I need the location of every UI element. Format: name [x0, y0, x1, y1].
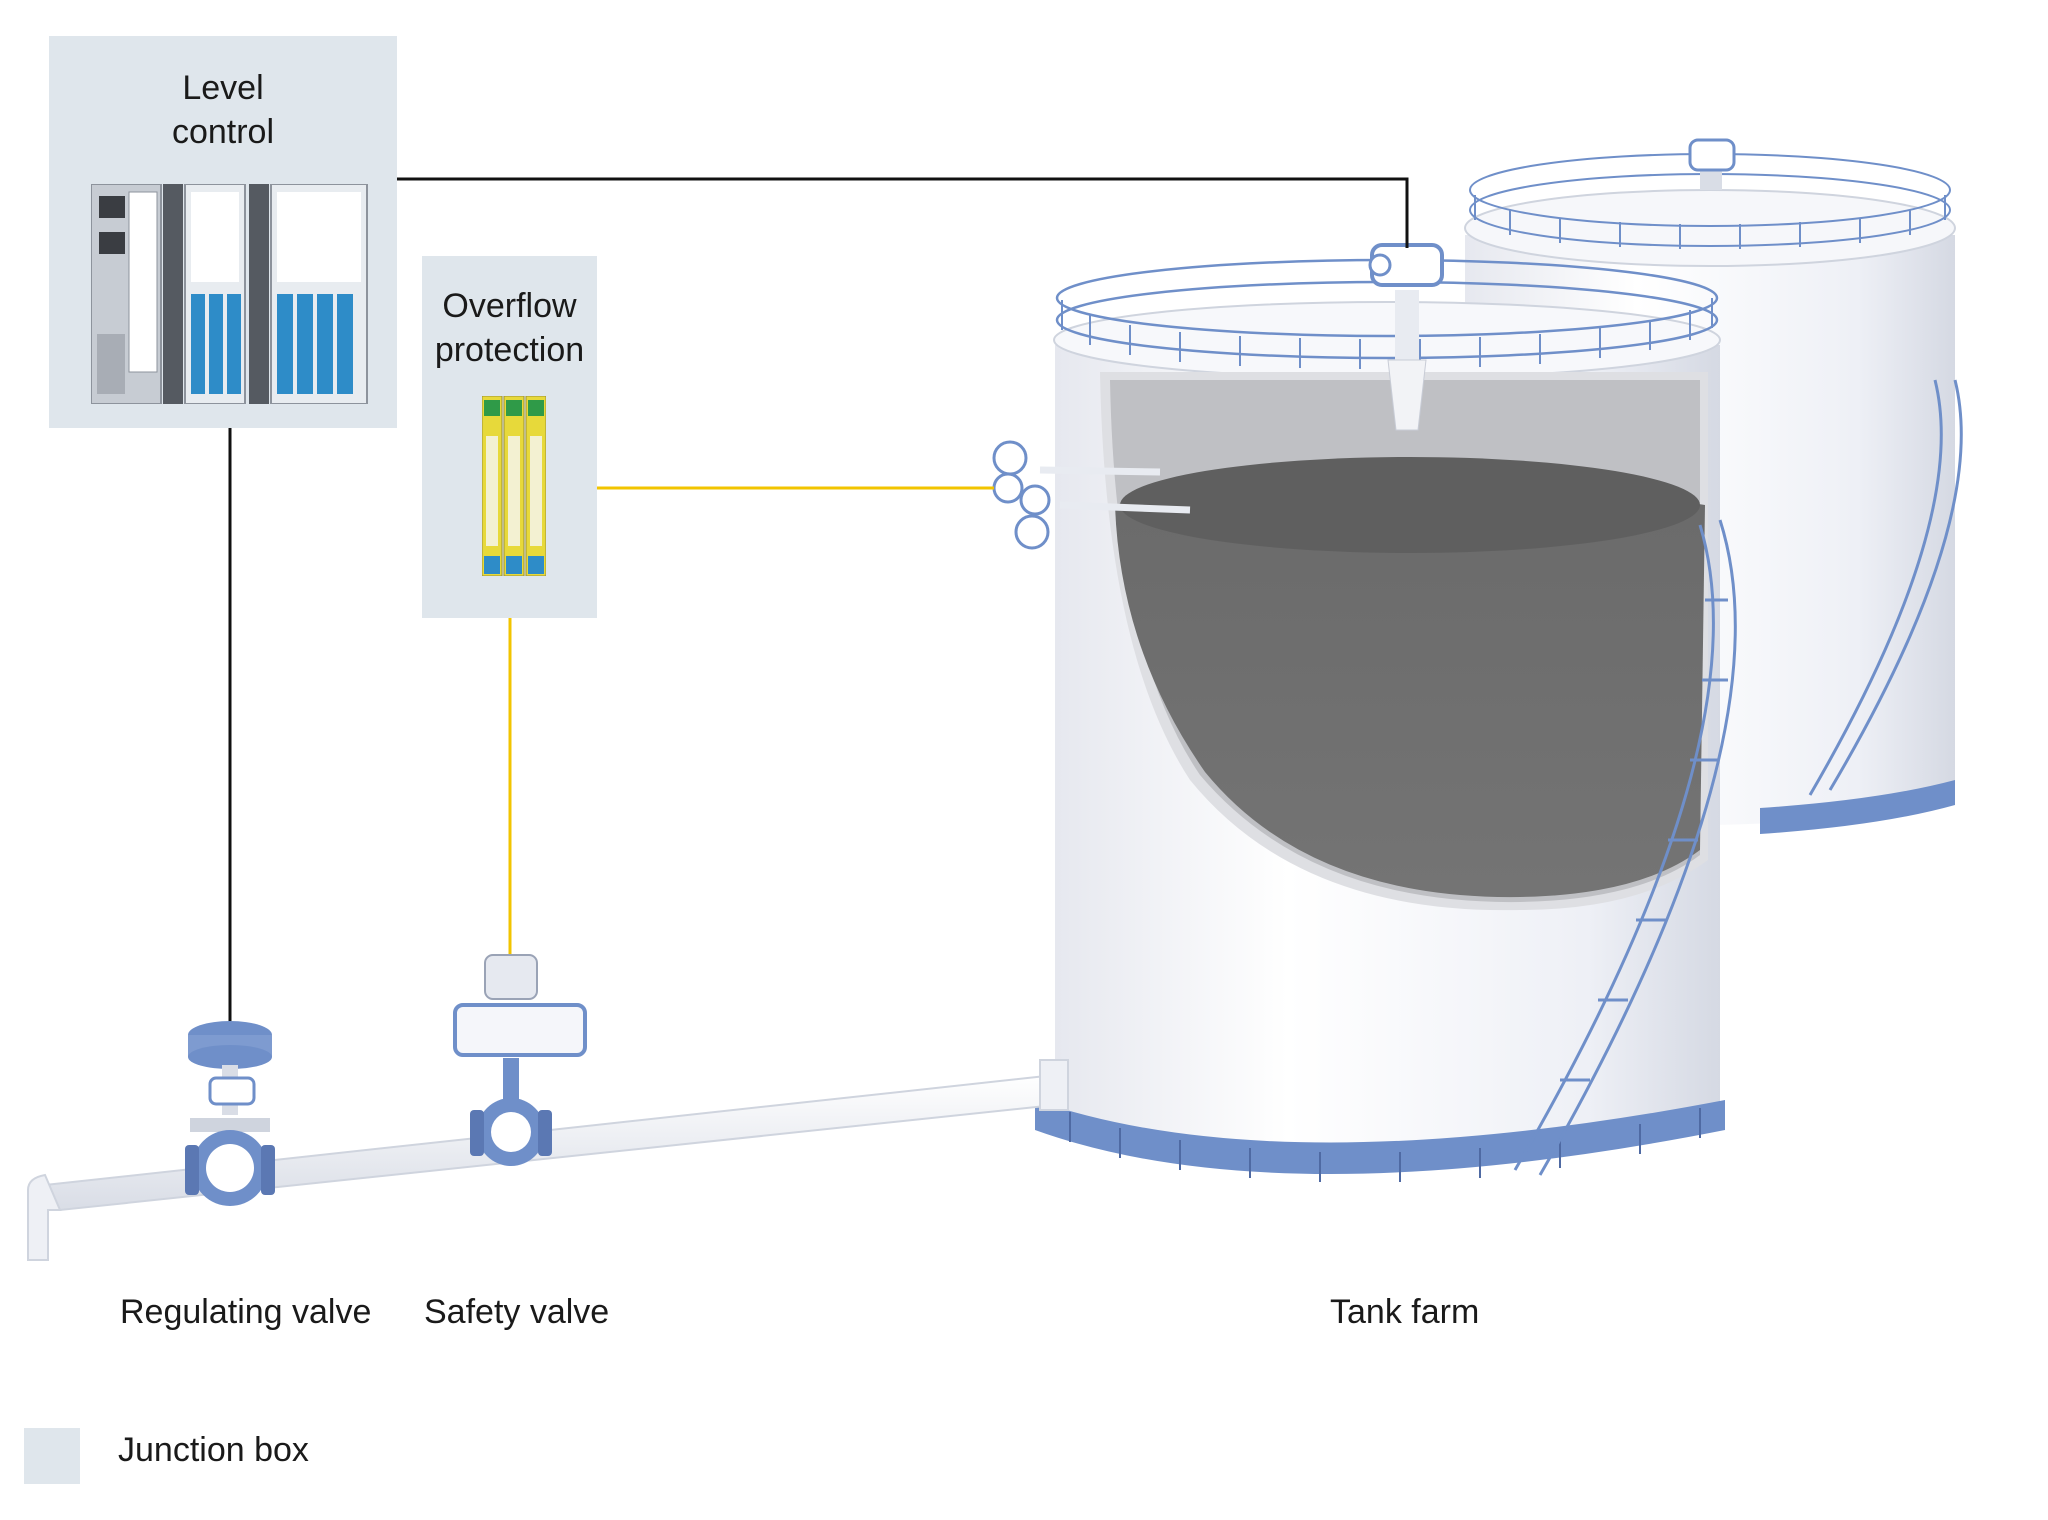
- tank-farm-label: Tank farm: [1330, 1293, 1480, 1331]
- level-control-title-line2: control: [171, 113, 275, 151]
- level-control-to-sensor-wire: [397, 177, 1409, 248]
- control-valve-icon: [185, 1021, 275, 1206]
- radar-level-sensor-back: [1688, 138, 1736, 190]
- overflow-protection-title: Overflow protection: [422, 284, 597, 372]
- pipeline: [27, 1059, 1069, 1261]
- staircase-front: [1513, 519, 1737, 1176]
- safety-valve-label: Safety valve: [424, 1293, 610, 1331]
- level-control-title: Level control: [49, 66, 397, 154]
- level-switch-sensor: [992, 440, 1191, 550]
- control-wires: [228, 177, 1409, 1022]
- radar-level-sensor: [1368, 243, 1444, 431]
- actuated-ball-valve-icon: [453, 954, 587, 1166]
- front-storage-tank: [992, 243, 1737, 1182]
- safety-relay-module-icon: [482, 396, 546, 576]
- overflow-protection-title-line1: Overflow: [442, 287, 577, 325]
- junction-box-legend-swatch: [24, 1428, 80, 1484]
- staircase-back: [1808, 379, 1963, 796]
- level-control-title-line1: Level: [182, 69, 264, 107]
- overflow-protection-junction-box: Overflow protection: [422, 256, 597, 618]
- plc-controller-module-icon: [91, 184, 368, 404]
- overflow-protection-title-line2: protection: [434, 331, 585, 369]
- level-control-junction-box: Level control: [49, 36, 397, 428]
- regulating-valve-label: Regulating valve: [120, 1293, 372, 1331]
- junction-box-legend-label: Junction box: [118, 1431, 309, 1469]
